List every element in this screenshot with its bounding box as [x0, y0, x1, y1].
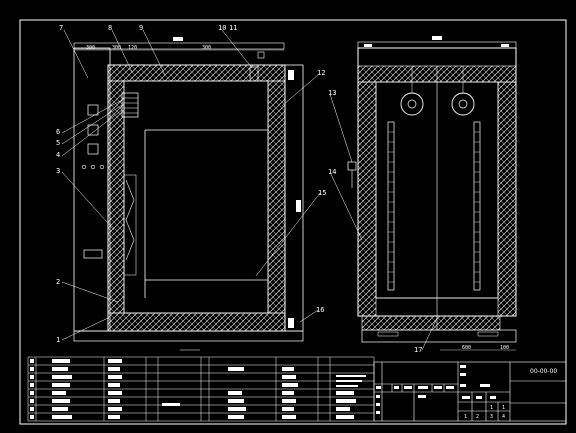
sheet-4: 4: [502, 414, 505, 420]
scale-2: 1: [502, 405, 505, 411]
dim-front-3: 120: [128, 45, 137, 51]
callout-12: 12: [317, 69, 325, 77]
fan-left-icon: [400, 92, 424, 116]
sheet-3: 3: [490, 414, 493, 420]
callout-17: 17: [414, 346, 422, 354]
callout-15: 15: [318, 189, 326, 197]
dim-front-2: 300: [112, 45, 121, 51]
callout-5: 5: [56, 139, 60, 147]
front-view: 300 300 120 300: [73, 37, 304, 351]
callout-9: 9: [139, 24, 143, 32]
callout-11: 11: [229, 24, 237, 32]
side-view: 600 100: [347, 36, 517, 351]
title-block-text: 00-00-00 1 1 1 2 3 4: [464, 368, 557, 420]
callout-7: 7: [59, 24, 63, 32]
drawing-number: 00-00-00: [530, 368, 557, 375]
callout-3: 3: [56, 167, 60, 175]
dim-side-2: 100: [500, 345, 509, 351]
callout-13: 13: [328, 89, 336, 97]
parts-list-text-blocks: [30, 359, 366, 419]
callout-2: 2: [56, 278, 60, 286]
callout-1: 1: [56, 336, 60, 344]
callout-6: 6: [56, 128, 60, 136]
dim-front-4: 300: [202, 45, 211, 51]
fan-right-icon: [451, 92, 475, 116]
sheet-border: [19, 19, 567, 425]
dim-side-1: 600: [462, 345, 471, 351]
dim-front-1: 300: [86, 45, 95, 51]
title-block: [373, 361, 567, 422]
callout-10: 10: [218, 24, 226, 32]
callout-16: 16: [316, 306, 324, 314]
callout-labels: 7 8 9 10 11 12 6 5 4 3 13 14 15 2 1 16 1…: [56, 24, 422, 354]
callouts: [61, 29, 438, 351]
callout-8: 8: [108, 24, 112, 32]
scale-1: 1: [490, 405, 493, 411]
parts-list: [27, 356, 375, 422]
title-block-marks: [376, 365, 496, 414]
sheet-2: 2: [476, 414, 479, 420]
callout-4: 4: [56, 151, 60, 159]
callout-14: 14: [328, 168, 336, 176]
sheet-1: 1: [464, 414, 467, 420]
